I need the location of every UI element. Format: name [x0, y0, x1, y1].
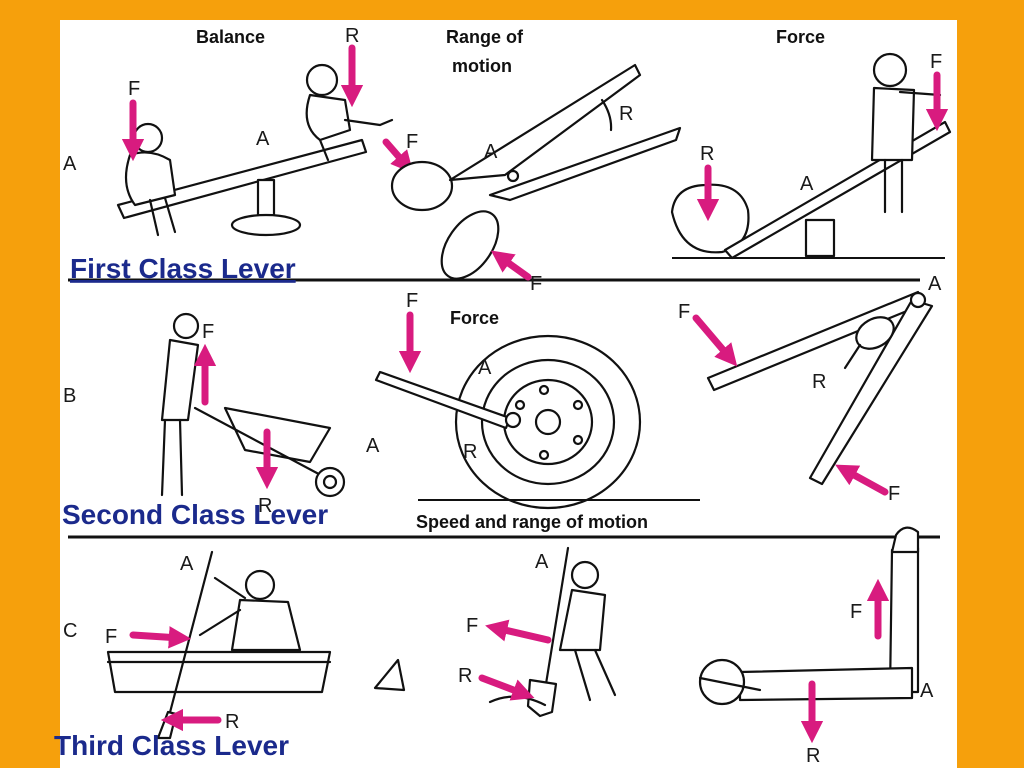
- title-first-class: First Class Lever: [70, 253, 296, 284]
- arm-label-f: F: [850, 601, 862, 623]
- shovel-label-f: F: [466, 615, 478, 637]
- rowing-label-a: A: [180, 553, 194, 575]
- nutcracker-force-arrow-bottom: [835, 464, 889, 496]
- seesaw-label-f: F: [128, 78, 140, 100]
- rock-label-a: A: [800, 173, 814, 195]
- title-third-class: Third Class Lever: [54, 730, 289, 761]
- row-letter-c: C: [63, 620, 77, 642]
- header-force-top: Force: [776, 27, 825, 47]
- scissors-label-r: R: [619, 103, 633, 125]
- header-range-line2: motion: [452, 56, 512, 76]
- arm-label-a: A: [920, 680, 934, 702]
- row-letter-a: A: [63, 153, 77, 175]
- scissors-force-arrow: [490, 250, 532, 281]
- shovel-resistance-arrow: [478, 674, 535, 701]
- header-force-mid: Force: [450, 308, 499, 328]
- wheelbarrow-label-r: R: [258, 495, 272, 517]
- nutcracker-label-f-top: F: [678, 301, 690, 323]
- seesaw-label-a: A: [256, 128, 270, 150]
- wheel-wrench-illustration: [374, 334, 700, 510]
- wrench-label-a: A: [478, 357, 492, 379]
- scissors-label-f: F: [530, 273, 542, 295]
- wrench-label-f: F: [406, 290, 418, 312]
- wrench-label-r: R: [463, 441, 477, 463]
- arm-illustration: [698, 526, 920, 706]
- nutcracker-label-a: A: [928, 273, 942, 295]
- seesaw-label-r: R: [345, 25, 359, 47]
- shovel-label-r: R: [458, 665, 472, 687]
- seesaw-illustration: [116, 63, 394, 237]
- shovel-label-a: A: [535, 551, 549, 573]
- scissors-label-a: A: [484, 141, 498, 163]
- scissors-illustration: [390, 63, 682, 280]
- rock-label-r: R: [700, 143, 714, 165]
- rowing-label-r: R: [225, 711, 239, 733]
- header-balance: Balance: [196, 27, 265, 47]
- rowing-illustration: [106, 550, 406, 740]
- shovel-force-arrow: [485, 619, 552, 644]
- rowing-label-f: F: [105, 626, 117, 648]
- header-speed: Speed and range of motion: [416, 512, 648, 532]
- rock-label-f: F: [930, 51, 942, 73]
- wheelbarrow-label-a: A: [366, 435, 380, 457]
- nutcracker-label-r: R: [812, 371, 826, 393]
- seesaw-label-f2: F: [406, 131, 418, 153]
- nutcracker-force-arrow-top: [692, 314, 738, 367]
- header-range-line1: Range of: [446, 27, 524, 47]
- arm-label-r: R: [806, 745, 820, 767]
- nutcracker-illustration: [706, 290, 934, 486]
- wheelbarrow-label-f: F: [202, 321, 214, 343]
- seesaw-foot-arrow: [382, 138, 414, 174]
- title-second-class: Second Class Lever: [62, 499, 328, 530]
- row-letter-b: B: [63, 385, 76, 407]
- wheelbarrow-illustration: [160, 312, 346, 498]
- nutcracker-label-f-bottom: F: [888, 483, 900, 505]
- rowing-force-arrow: [129, 626, 192, 649]
